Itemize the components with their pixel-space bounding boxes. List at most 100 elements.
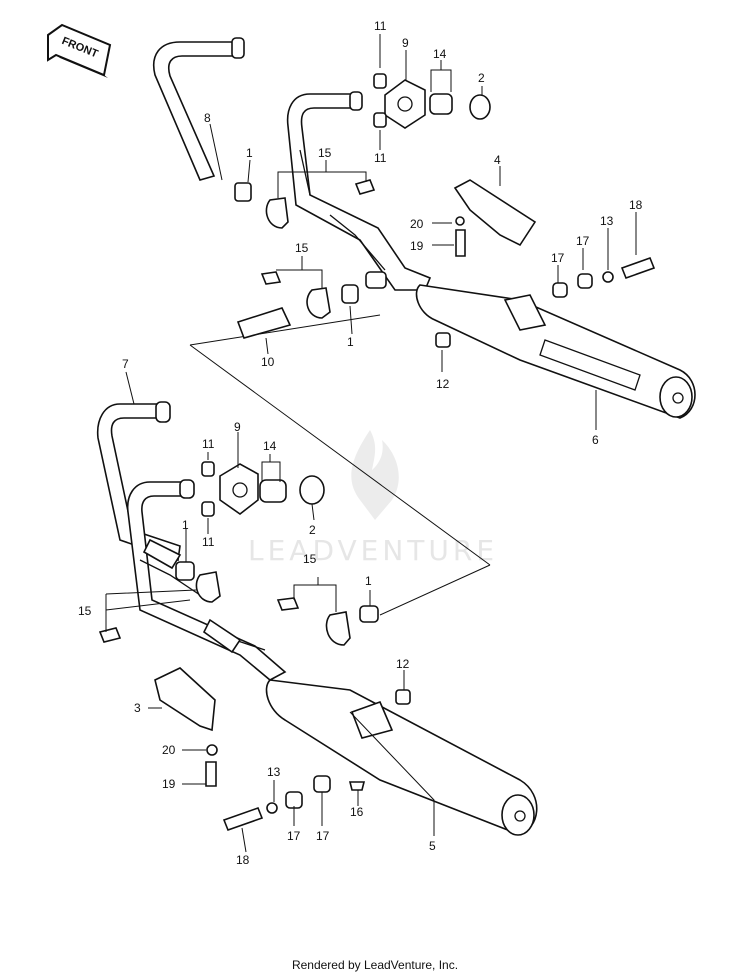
label-11: 11 xyxy=(202,437,215,451)
label-9: 9 xyxy=(402,36,409,50)
clamp-15b xyxy=(306,287,331,319)
upper-muffler-assembly: 11 9 14 2 8 1 15 11 4 20 19 13 17 17 18 … xyxy=(153,19,696,447)
watermark: LEADVENTURE xyxy=(248,430,498,567)
label-18: 18 xyxy=(629,198,643,212)
bolt-15b xyxy=(260,271,282,285)
label-20: 20 xyxy=(410,217,424,231)
collar-14 xyxy=(429,93,453,115)
gasket-1 xyxy=(175,561,195,581)
pipe-end-cap xyxy=(179,479,195,499)
header-pipe-lower xyxy=(126,481,287,681)
gasket-1b xyxy=(359,605,379,623)
watermark-text: LEADVENTURE xyxy=(248,534,498,567)
heat-guard-3 xyxy=(154,667,216,732)
sleeve-pipe-b xyxy=(202,618,242,654)
nut-12 xyxy=(395,689,411,705)
label-1b: 1 xyxy=(347,335,354,349)
screw-19 xyxy=(455,229,466,257)
washer-20 xyxy=(206,744,218,756)
label-4: 4 xyxy=(494,153,501,167)
muffler-outlet xyxy=(672,392,684,404)
clamp-15 xyxy=(265,197,289,229)
footer-credit: Rendered by LeadVenture, Inc. xyxy=(291,958,459,972)
label-1b: 1 xyxy=(365,574,372,588)
label-15: 15 xyxy=(78,604,92,618)
bolt-15b xyxy=(276,597,300,611)
nut-11 xyxy=(201,461,215,477)
washer-13 xyxy=(602,271,614,283)
collar-17b xyxy=(313,775,331,793)
label-13: 13 xyxy=(267,765,281,779)
gasket-1b xyxy=(341,284,359,304)
label-1: 1 xyxy=(246,146,253,160)
label-12: 12 xyxy=(396,657,410,671)
muffler-bracket xyxy=(503,294,547,331)
screw-19 xyxy=(205,761,217,787)
label-16: 16 xyxy=(350,805,364,819)
nut-12 xyxy=(435,332,451,348)
label-19: 19 xyxy=(410,239,424,253)
label-6: 6 xyxy=(592,433,599,447)
bolt-18 xyxy=(620,256,656,280)
label-17: 17 xyxy=(287,829,301,843)
label-14: 14 xyxy=(263,439,277,453)
collar-17 xyxy=(577,273,593,289)
label-18: 18 xyxy=(236,853,250,867)
muffler-bracket xyxy=(350,700,394,739)
label-7: 7 xyxy=(122,357,129,371)
header-pipe xyxy=(286,93,432,291)
label-17b: 17 xyxy=(316,829,330,843)
gasket-1 xyxy=(234,182,252,202)
collar-17 xyxy=(285,791,303,809)
nut-11 xyxy=(373,73,387,89)
lower-muffler-assembly: 7 9 11 14 2 11 1 15 15 1 12 3 20 19 13 1… xyxy=(78,357,538,867)
label-3: 3 xyxy=(134,701,141,715)
bolt-15 xyxy=(98,627,122,643)
pipe-end-cap xyxy=(155,401,171,423)
front-arrow-icon: FRONT xyxy=(47,23,112,78)
bolt-18 xyxy=(222,806,264,832)
label-5: 5 xyxy=(429,839,436,853)
clamp-15 xyxy=(195,571,221,603)
sleeve-pipe xyxy=(142,538,182,570)
label-9: 9 xyxy=(234,420,241,434)
leader-lines xyxy=(105,371,435,853)
label-15b: 15 xyxy=(303,552,317,566)
bolt-15 xyxy=(354,179,376,195)
nut-11 xyxy=(373,112,387,128)
exhaust-pipe-7 xyxy=(96,403,181,562)
flange-9 xyxy=(384,79,426,129)
label-19: 19 xyxy=(162,777,176,791)
label-11: 11 xyxy=(374,19,387,33)
label-8: 8 xyxy=(204,111,211,125)
label-10: 10 xyxy=(261,355,275,369)
muffler-stripe xyxy=(539,339,641,391)
washer-13 xyxy=(266,802,278,814)
muffler-end xyxy=(659,376,693,418)
flange-hole xyxy=(397,96,413,112)
muffler-end xyxy=(501,794,535,836)
label-2: 2 xyxy=(478,71,485,85)
label-2: 2 xyxy=(309,523,316,537)
pipe-end-cap xyxy=(231,37,245,59)
label-17b: 17 xyxy=(551,251,565,265)
muffler-outlet xyxy=(514,810,526,822)
label-17: 17 xyxy=(576,234,590,248)
damper-16 xyxy=(348,781,366,791)
assembly-connector-line xyxy=(189,314,491,616)
nut-11 xyxy=(201,501,215,517)
collar-14 xyxy=(259,479,287,503)
pipe-10 xyxy=(236,307,292,339)
gasket-2 xyxy=(469,94,491,120)
exhaust-pipe-8 xyxy=(153,41,238,181)
muffler-6 xyxy=(415,284,696,419)
heat-guard-4 xyxy=(453,179,537,247)
leader-lines xyxy=(209,34,637,430)
label-12: 12 xyxy=(436,377,450,391)
gasket-2 xyxy=(299,475,325,505)
pipe-end-cap xyxy=(349,91,363,111)
label-20: 20 xyxy=(162,743,176,757)
label-1: 1 xyxy=(182,518,189,532)
collar-17b xyxy=(552,282,568,298)
